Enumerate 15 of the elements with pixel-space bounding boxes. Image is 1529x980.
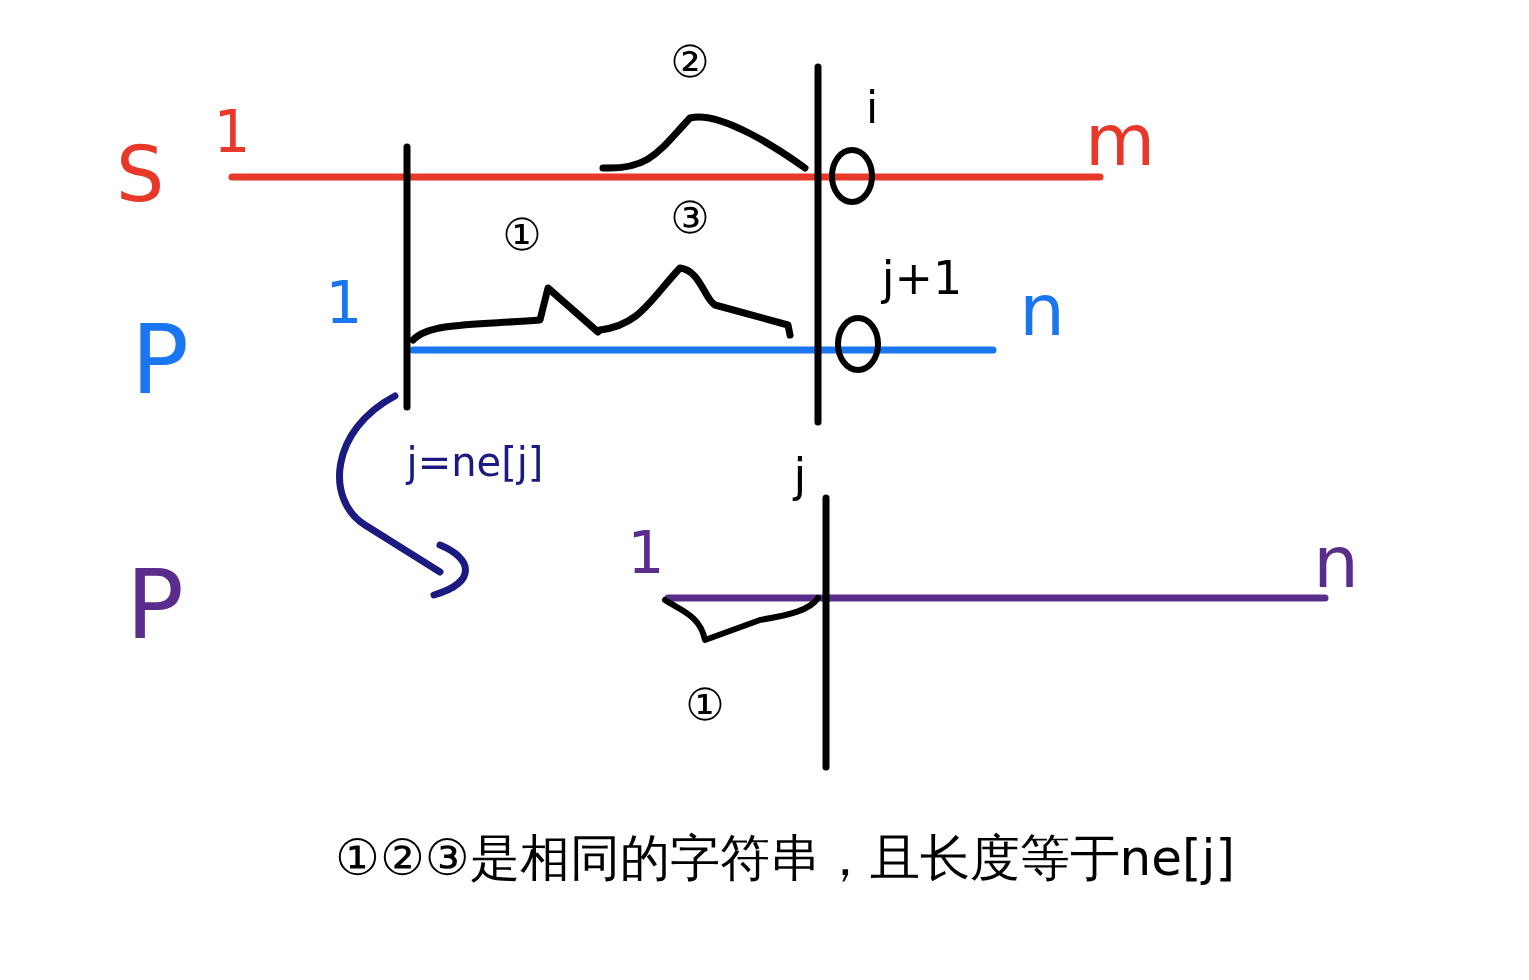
index-label: 1 [627,524,665,582]
index-label: i [865,86,879,130]
caption: ①②③是相同的字符串，且长度等于ne[j] [335,833,1235,883]
index-label: n [1313,526,1359,598]
circled-number: ② [670,40,710,84]
index-label: m [1084,104,1156,176]
index-label: 1 [325,274,363,332]
circled-number: ① [502,213,542,257]
sequence-label: P [126,557,184,653]
circled-number: ① [685,683,725,727]
index-label: 1 [213,103,251,161]
sequence-label: P [131,312,189,408]
index-label: n [1019,274,1065,346]
sequence-label: S [115,137,165,213]
circled-number: ③ [670,196,710,240]
